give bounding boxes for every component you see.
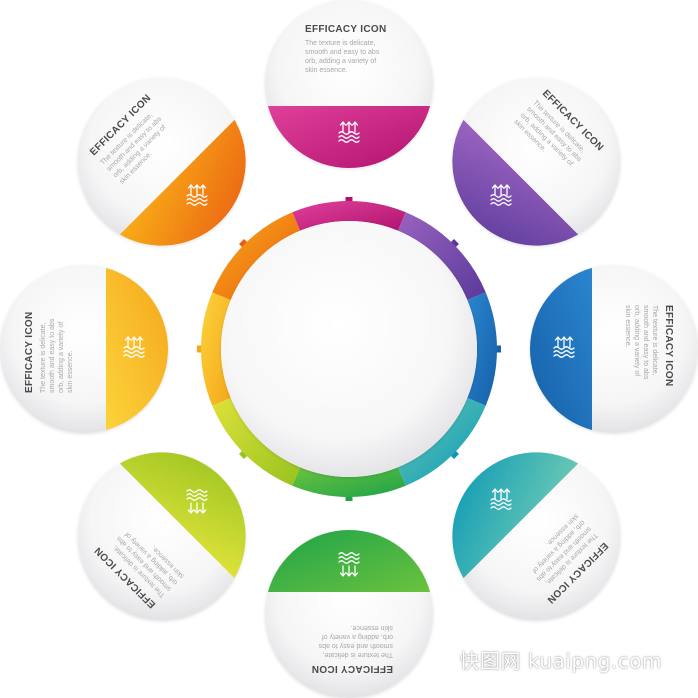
ring-segment [212,212,301,301]
colored-cap [530,267,592,431]
bubble-label-group: EFFICACY ICON The texture is delicate,smo… [624,305,674,387]
waves-arrows-up-icon [338,121,360,143]
bubble-title: EFFICACY ICON [312,663,394,674]
bubble-description-line: smooth and easy to abs [642,305,649,380]
colored-cap [267,106,431,168]
bubble-description-line: The texture is delicate, [651,305,658,375]
bubble-label-group: EFFICACY ICON The texture is delicate, smo… [312,624,394,674]
ring-segment [397,397,486,486]
colored-cap [106,267,168,431]
bubble-title: EFFICACY ICON [663,305,674,387]
bubble-description-line: skin essence. [351,624,393,631]
bubble-label-group: EFFICACY ICON The texture is delicate, smo… [305,24,387,74]
bubble-description-line: skin essence. [305,67,347,74]
bubble-description-line: The texture is delicate, [40,323,47,393]
bubble-title: EFFICACY ICON [305,24,387,35]
bubble-description-line: smooth and easy to abs [49,318,56,393]
bubble-description-line: orb, adding a variety of [305,58,376,65]
colored-cap [119,119,246,246]
bubble-description-line: orb, adding a variety of [633,305,640,376]
colored-cap [452,452,579,579]
waves-arrows-down-icon [338,552,360,577]
waves-arrows-up-icon [123,336,145,358]
watermark: 快图网 kuaipng.com [459,649,662,673]
ring-segment [397,212,486,301]
bubble-label-group: EFFICACY ICON The texture is delicate,smo… [24,312,74,394]
waves-arrows-down-icon [186,489,208,514]
bubble-description-line: skin essence. [624,305,631,347]
center-circle [221,221,477,477]
bubble-title: EFFICACY ICON [24,312,35,394]
waves-arrows-up-icon [553,336,575,358]
bubble-description-line: smooth and easy to abs [318,642,393,649]
bubble-description-line: The texture is delicate, [323,651,393,658]
bubble-description-line: orb, adding a variety of [322,633,393,640]
ring-segment [200,292,231,406]
ring-segment [292,200,406,231]
ring-segment [467,292,497,406]
bubble-description-line: skin essence. [67,351,74,393]
waves-arrows-up-icon [186,184,208,206]
colored-cap [267,530,431,592]
ring-segment [212,397,301,486]
waves-arrows-up-icon [490,488,512,510]
ring-segment [292,467,406,497]
bubble-description-line: orb, adding a variety of [58,322,65,393]
colored-cap [119,452,246,579]
bubble-description-line: The texture is delicate, [305,40,375,47]
colored-cap [452,119,579,246]
waves-arrows-up-icon [490,184,512,206]
bubble-description-line: smooth and easy to abs [305,49,380,56]
